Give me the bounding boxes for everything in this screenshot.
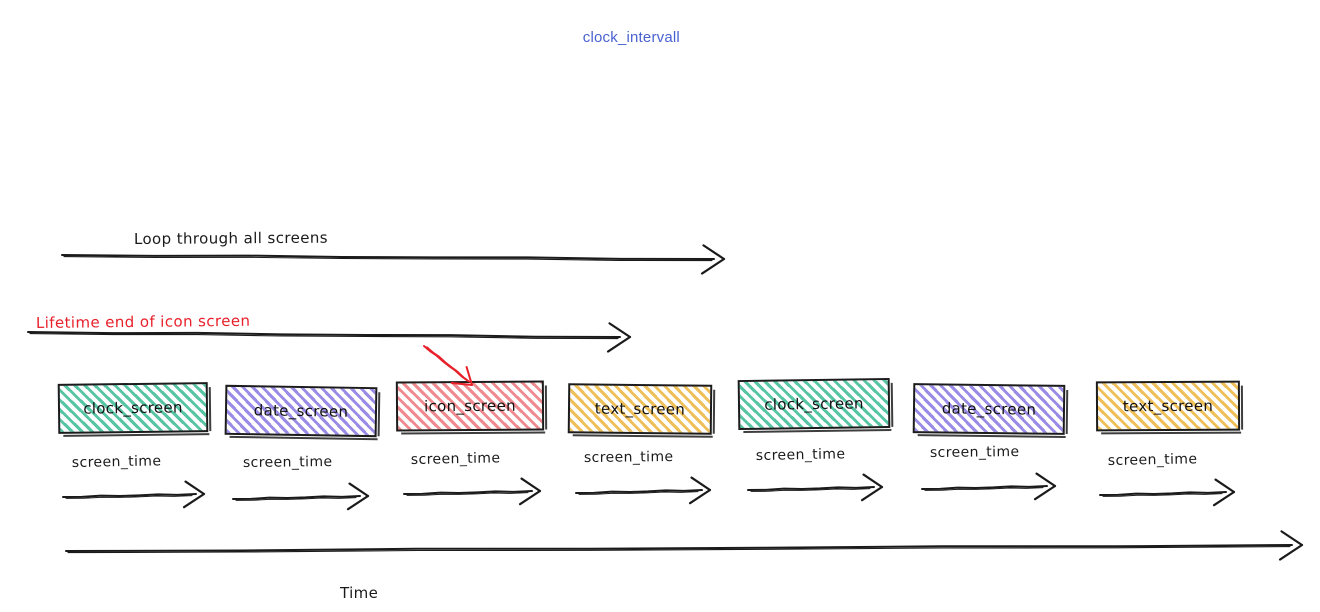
screen-box-label: date_screen	[253, 401, 349, 421]
diagram-title-text: clock_intervall	[582, 29, 680, 46]
screen-time-arrow-echo-7	[1102, 493, 1223, 497]
box-sketch-edge	[917, 434, 1066, 438]
box-sketch-edge	[1101, 431, 1242, 435]
box-sketch-edge	[63, 433, 210, 437]
loop-arrow-shaft	[61, 254, 715, 260]
screen-time-label-6: screen_time	[929, 444, 1020, 461]
screen-box-text-screen-7[interactable]: text_screen	[1095, 380, 1244, 435]
screen-box-date-screen-2[interactable]: date_screen	[224, 384, 381, 441]
box-sketch-edge	[743, 428, 892, 433]
screen-time-arrow-shaft-1	[62, 493, 197, 498]
screen-time-arrow-echo-4	[578, 491, 699, 495]
screen-time-arrow-shaft-7	[1099, 491, 1227, 496]
screen-time-arrow-echo-6	[924, 487, 1044, 491]
screen-time-label-5: screen_time	[755, 446, 846, 464]
icon-screen-pointer-shaft	[423, 345, 469, 382]
screen-time-arrow-echo-1	[65, 495, 193, 499]
screen-box-label: date_screen	[941, 399, 1037, 419]
screen-time-label-2: screen_time	[242, 454, 333, 471]
screen-time-arrow-echo-2	[235, 497, 357, 501]
screen-time-arrow-shaft-3	[403, 490, 533, 495]
screen-time-arrow-echo-3	[406, 492, 529, 496]
box-sketch-edge	[1240, 385, 1244, 430]
screen-box-label: icon_screen	[424, 396, 516, 416]
screen-box-label: text_screen	[594, 399, 686, 419]
box-sketch-edge	[572, 434, 713, 438]
time-arrow-shaft-echo	[67, 546, 1291, 554]
screen-time-arrow-shaft-4	[575, 489, 703, 494]
box-sketch-edge	[401, 431, 546, 435]
screen-time-label-4: screen_time	[583, 449, 674, 466]
box-sketch-edge	[377, 392, 381, 437]
screen-time-arrow-shaft-2	[232, 495, 361, 500]
screen-time-label-1: screen_time	[71, 453, 162, 471]
box-sketch-edge	[712, 389, 716, 434]
time-arrow-shaft	[65, 544, 1293, 552]
screen-box-icon-screen-3[interactable]: icon_screen	[395, 380, 548, 435]
screen-box-date-screen-6[interactable]: date_screen	[912, 383, 1069, 438]
box-sketch-edge	[1065, 389, 1069, 434]
screen-time-arrow-shaft-5	[747, 486, 875, 491]
screen-time-arrow-head-2	[346, 482, 370, 511]
lifetime-arrow-shaft	[27, 331, 621, 338]
box-sketch-edge	[544, 385, 548, 430]
box-sketch-edge	[208, 387, 212, 432]
loop-arrow-shaft-echo	[63, 256, 713, 262]
screen-box-text-screen-4[interactable]: text_screen	[567, 383, 716, 438]
screen-box-label: clock_screen	[764, 394, 864, 414]
loop-through-screens-label: Loop through all screens	[133, 228, 329, 248]
screen-box-label: clock_screen	[83, 398, 183, 418]
screen-time-arrow-head-5	[860, 473, 884, 502]
lifetime-arrow-shaft-echo	[29, 333, 619, 340]
screen-time-arrow-head-7	[1212, 478, 1236, 507]
screen-box-clock-screen-5[interactable]: clock_screen	[737, 377, 894, 433]
screen-box-label: text_screen	[1122, 396, 1214, 416]
box-sketch-edge	[890, 382, 894, 427]
screen-time-label-3: screen_time	[410, 450, 501, 468]
screen-time-arrow-echo-5	[750, 488, 871, 492]
screen-time-arrow-head-1	[182, 480, 206, 509]
time-axis-label: Time	[340, 584, 379, 602]
screen-time-label-7: screen_time	[1107, 451, 1198, 469]
loop-arrow-head	[700, 244, 726, 275]
diagram-title: clock_intervall	[0, 12, 1320, 46]
screen-time-arrow-head-4	[688, 476, 712, 505]
screen-time-arrow-head-6	[1033, 472, 1057, 501]
screen-time-arrow-shaft-6	[921, 485, 1048, 490]
lifetime-arrow-head	[606, 322, 632, 353]
lifetime-end-icon-screen-label: Lifetime end of icon screen	[35, 311, 251, 332]
time-arrow-head	[1278, 530, 1304, 561]
icon-screen-pointer-shaft-echo	[426, 346, 471, 383]
screen-box-clock-screen-1[interactable]: clock_screen	[57, 382, 212, 437]
screen-time-arrow-head-3	[518, 477, 542, 506]
box-sketch-edge	[229, 435, 378, 441]
